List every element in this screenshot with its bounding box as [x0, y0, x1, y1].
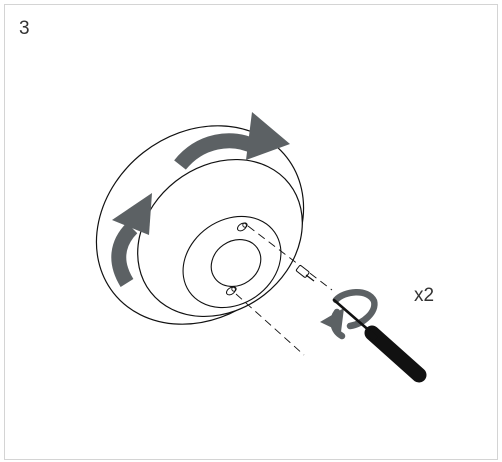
- rotate-arrow-icon: [174, 112, 290, 171]
- alignment-line-bottom: [235, 293, 305, 356]
- screw-quantity-label: x2: [414, 285, 435, 306]
- rotate-arrow-icon: [111, 193, 152, 287]
- alignment-line-top: [247, 225, 333, 291]
- screwdriver-icon: [332, 298, 427, 383]
- screw-icon: [295, 265, 315, 282]
- screw-hole-bottom: [226, 286, 237, 296]
- screw-hole-top: [237, 222, 248, 232]
- step-number: 3: [19, 18, 30, 39]
- instruction-panel: [4, 4, 498, 460]
- device-center-hole: [210, 239, 262, 287]
